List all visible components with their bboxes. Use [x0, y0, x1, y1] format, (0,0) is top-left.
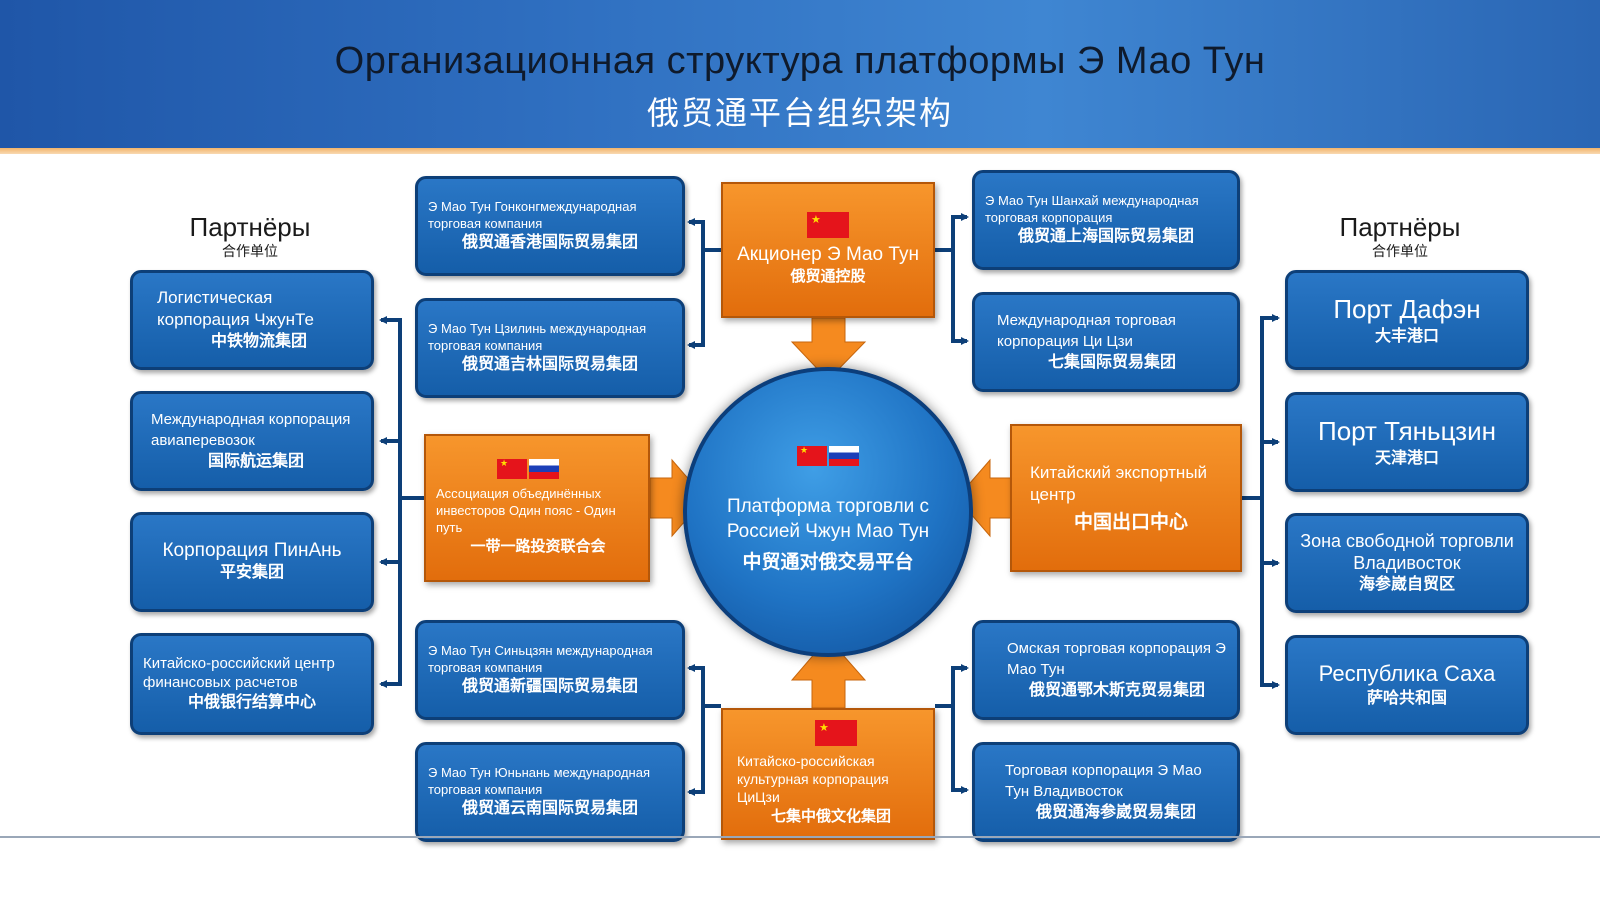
china-flag-icon — [807, 212, 849, 238]
page-subtitle: 俄贸通平台组织架构 — [646, 95, 953, 131]
header-divider — [0, 148, 1600, 154]
china-russia-flags-icon — [797, 446, 859, 466]
russia-flag-icon — [529, 458, 559, 479]
shareholder-box: Акционер Э Мао Тун 俄贸通控股 — [721, 182, 935, 318]
china-flag-icon — [815, 720, 857, 746]
china-flag-icon — [797, 446, 827, 466]
right-partner-vladivostok-ftz: Зона свободной торговли Владивосток 海参崴自… — [1285, 513, 1529, 613]
central-platform-circle: Платформа торговли с Россией Чжун Мао Ту… — [683, 367, 973, 657]
subsidiary-vladivostok: Торговая корпорация Э Мао Тун Владивосто… — [972, 742, 1240, 842]
subsidiary-qiji: Международная торговая корпорация Ци Цзи… — [972, 292, 1240, 392]
russia-flag-icon — [829, 446, 859, 466]
subsidiary-yunnan: Э Мао Тун Юньнань международная торговая… — [415, 742, 685, 842]
partners-right-heading: Партнёры 合作单位 — [1339, 212, 1461, 259]
subsidiary-hongkong: Э Мао Тун Гонконгмеждународная торговая … — [415, 176, 685, 276]
left-partner-pingan: Корпорация ПинАнь 平安集团 — [130, 512, 374, 612]
page-title: Организационная структура платформы Э Ма… — [334, 40, 1266, 82]
china-russia-flags-icon — [497, 458, 559, 479]
bracket-connectors — [379, 213, 1280, 796]
big-arrows — [649, 317, 1013, 709]
footer-divider — [0, 836, 1600, 838]
partners-left-heading: Партнёры 合作单位 — [189, 212, 311, 259]
left-partner-settlement: Китайско-российский центр финансовых рас… — [130, 633, 374, 735]
right-partner-sakha: Республика Саха 萨哈共和国 — [1285, 635, 1529, 735]
right-partner-dafeng-port: Порт Дафэн 大丰港口 — [1285, 270, 1529, 370]
left-partner-aviation: Международная корпорация авиаперевозок 国… — [130, 391, 374, 491]
header-banner — [0, 0, 1600, 148]
right-partner-tianjin-port: Порт Тяньцзин 天津港口 — [1285, 392, 1529, 492]
subsidiary-jilin: Э Мао Тун Цзилинь международная торговая… — [415, 298, 685, 398]
cultural-corporation-box: Китайско-российская культурная корпораци… — [721, 708, 935, 840]
subsidiary-omsk: Омская торговая корпорация Э Мао Тун 俄贸通… — [972, 620, 1240, 720]
association-box: Ассоциация объединённых инвесторов Один … — [424, 434, 650, 582]
china-flag-icon — [497, 458, 527, 479]
subsidiary-xinjiang: Э Мао Тун Синьцзян международная торгова… — [415, 620, 685, 720]
left-partner-zhongtie: Логистическая корпорация ЧжунТе 中铁物流集团 — [130, 270, 374, 370]
export-center-box: Китайский экспортный центр 中国出口中心 — [1010, 424, 1242, 572]
subsidiary-shanghai: Э Мао Тун Шанхай международная торговая … — [972, 170, 1240, 270]
